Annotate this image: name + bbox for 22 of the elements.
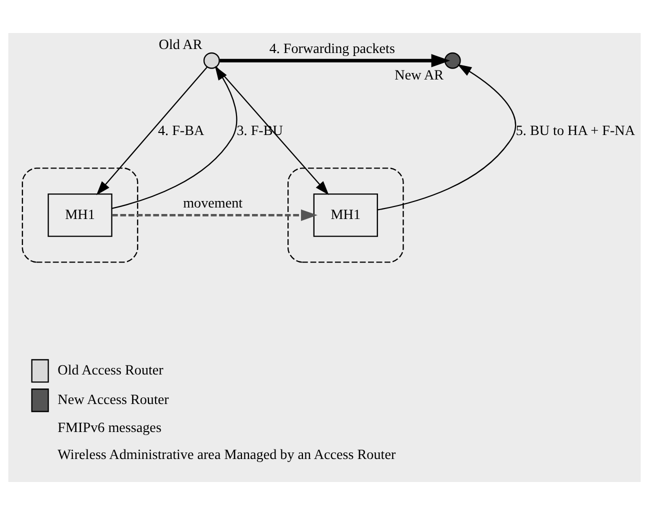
node-circle xyxy=(444,52,461,68)
edge-label: 5. BU to HA + F-NA xyxy=(516,122,636,138)
node-label: Old AR xyxy=(158,36,202,52)
cluster xyxy=(287,167,404,262)
node-box: MH1 xyxy=(313,192,378,236)
cluster xyxy=(22,167,138,262)
edge-label: 4. Forwarding packets xyxy=(269,40,395,57)
arrow xyxy=(112,65,238,208)
legend-label: Old Access Router xyxy=(58,362,164,378)
arrow xyxy=(112,208,318,220)
edge-label: movement xyxy=(183,195,243,212)
node-box: MH1 xyxy=(48,192,112,236)
arrow xyxy=(378,64,516,210)
edge-label: 4. F-BA xyxy=(158,122,204,138)
legend-label: FMIPv6 messages xyxy=(58,420,162,436)
arrow xyxy=(216,66,329,194)
legend-label: Wireless Administrative area Managed by an Access Router xyxy=(58,446,396,463)
node-circle xyxy=(203,52,220,68)
legend-label: New Access Router xyxy=(58,391,169,408)
node-label: New AR xyxy=(394,67,444,84)
arrow xyxy=(220,54,450,67)
arrow xyxy=(96,66,208,195)
